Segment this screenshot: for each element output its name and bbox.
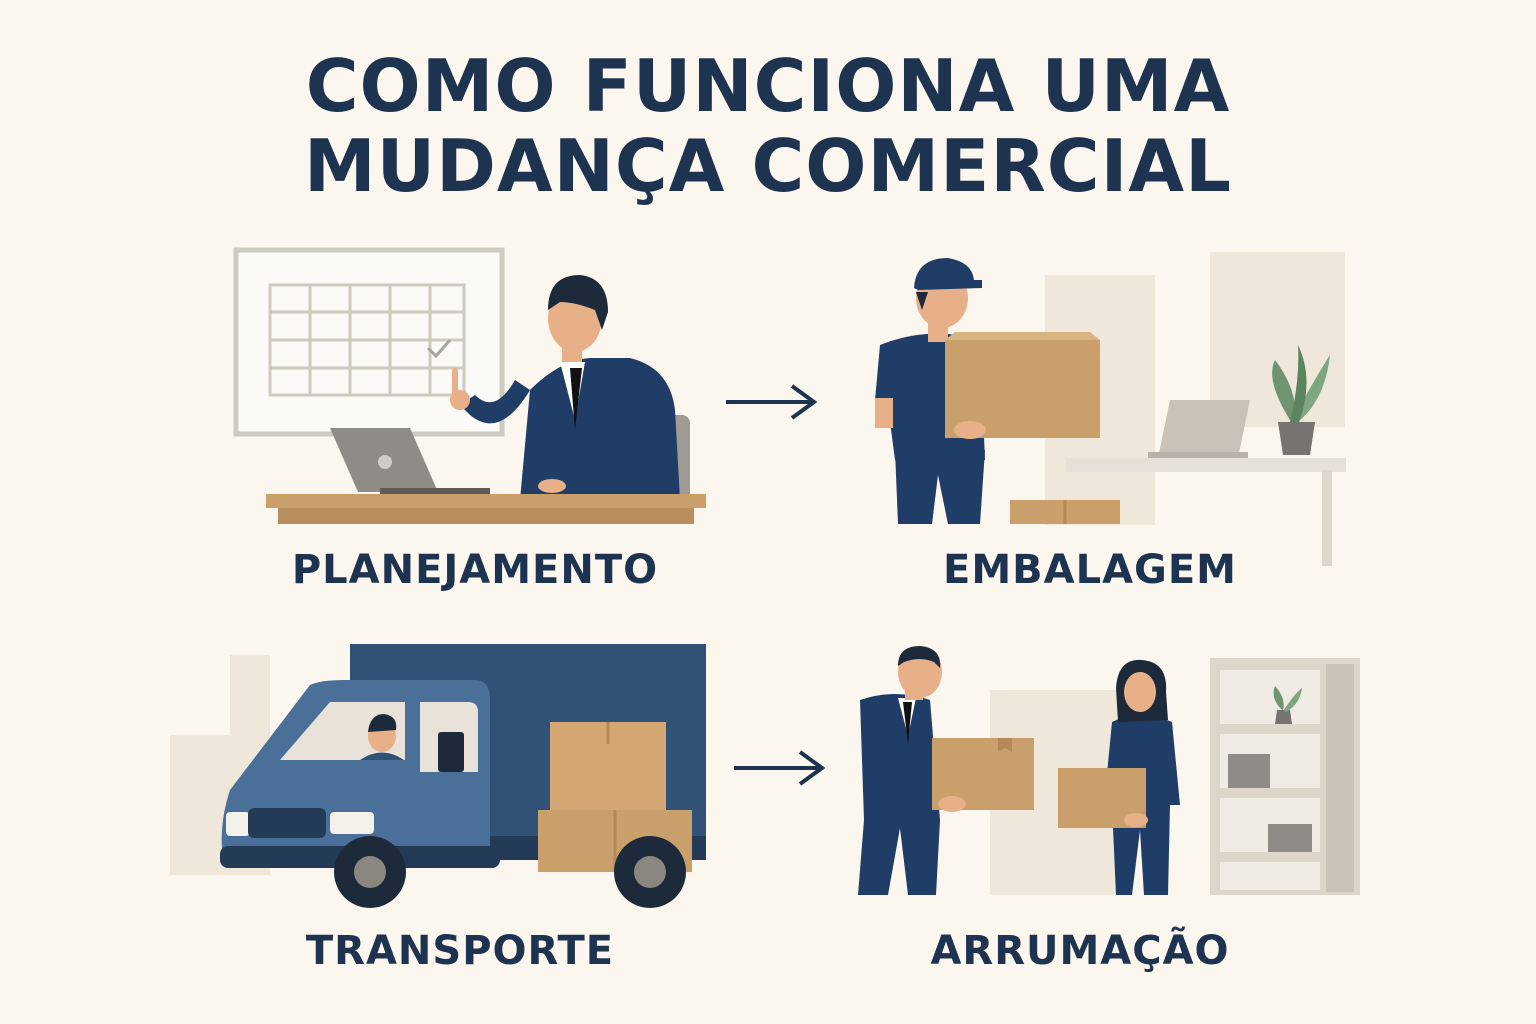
step-label-planejamento: PLANEJAMENTO [291, 547, 659, 593]
arrow-icon [726, 384, 818, 420]
title-line-1: COMO FUNCIONA UMA [305, 44, 1231, 128]
packing-illustration [875, 252, 1346, 566]
arranging-illustration [858, 646, 1360, 895]
step-label-arrumacao: ARRUMAÇÃO [930, 928, 1230, 974]
planning-illustration [233, 247, 706, 524]
page-title: COMO FUNCIONA UMA MUDANÇA COMERCIAL [0, 46, 1536, 206]
check-icon [426, 339, 452, 359]
step-label-transporte: TRANSPORTE [305, 928, 615, 974]
truck-illustration [170, 644, 706, 908]
step-label-embalagem: EMBALAGEM [943, 547, 1237, 593]
arrow-icon [734, 750, 826, 786]
title-line-2: MUDANÇA COMERCIAL [303, 124, 1233, 208]
